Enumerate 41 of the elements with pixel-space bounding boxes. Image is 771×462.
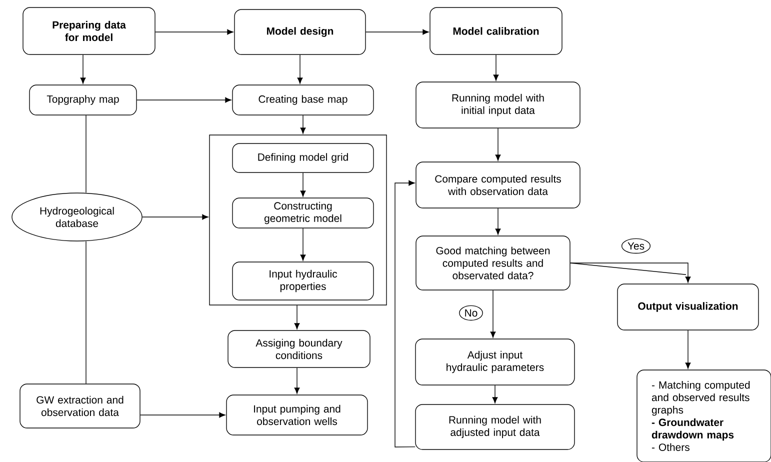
process-box: Constructing geometric model	[232, 198, 374, 228]
process-box: Defining model grid	[232, 143, 374, 173]
process-box: Model design	[234, 9, 366, 55]
arrow	[300, 228, 306, 261]
arrow	[155, 29, 234, 35]
process-box: Adjust input hydraulic parameters	[415, 338, 575, 386]
process-box: Input hydraulic properties	[232, 262, 374, 300]
edge-label: No	[459, 305, 483, 321]
process-box: Running model with adjusted input data	[415, 404, 575, 450]
arrow	[570, 262, 691, 283]
arrow	[300, 115, 306, 134]
arrow	[294, 368, 300, 394]
arrow	[493, 54, 499, 81]
arrow	[495, 208, 501, 235]
process-box: Creating base map	[232, 84, 374, 116]
process-box: Assiging boundary conditions	[228, 330, 370, 368]
process-box: Model calibration	[430, 7, 562, 55]
process-box: Compare computed results with observation data	[416, 162, 580, 208]
edge-label: Yes	[621, 238, 651, 254]
arrow	[394, 180, 416, 448]
group-frame	[209, 134, 387, 306]
arrow	[492, 385, 498, 404]
process-box: Output visualization	[617, 284, 759, 330]
arrow	[142, 214, 208, 220]
process-box: Good matching between computed results and observated data?	[416, 236, 570, 290]
arrow	[80, 54, 86, 84]
arrow	[294, 305, 300, 330]
arrow	[136, 97, 232, 103]
process-box: Input pumping and observation wells	[226, 394, 368, 436]
process-box: Running model with initial input data	[416, 82, 580, 128]
process-box: GW extraction and observation data	[20, 384, 140, 428]
process-box: Topgraphy map	[29, 84, 137, 116]
process-box: Preparing data for model	[22, 7, 156, 55]
output-list-box: - Matching computed and observed results graphs - Groundwater drawdown maps - Others	[636, 370, 771, 462]
arrow	[490, 290, 496, 338]
arrow	[297, 54, 303, 84]
arrow	[685, 330, 691, 369]
arrow	[140, 412, 226, 418]
arrow	[300, 172, 306, 197]
arrow	[366, 29, 429, 35]
arrow	[495, 128, 501, 161]
